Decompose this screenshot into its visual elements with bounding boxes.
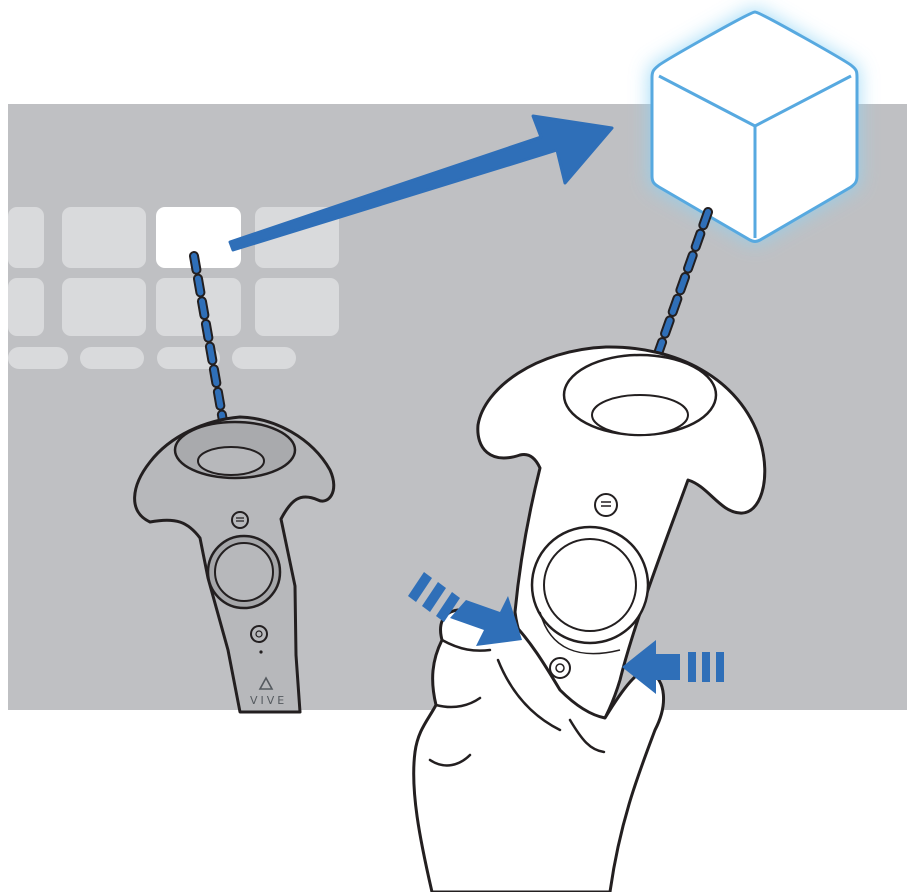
system-button[interactable] [251,626,267,642]
system-button[interactable] [550,658,570,678]
vive-wordmark: VIVE [250,694,287,707]
tile[interactable] [8,278,44,336]
tile[interactable] [8,207,44,268]
tile[interactable] [80,347,144,369]
tile[interactable] [62,278,146,336]
tile[interactable] [232,347,296,369]
status-led [259,650,262,653]
tile[interactable] [8,347,68,369]
tile[interactable] [62,207,146,268]
tile[interactable] [255,278,339,336]
menu-button[interactable] [595,494,617,516]
menu-button[interactable] [232,512,248,528]
